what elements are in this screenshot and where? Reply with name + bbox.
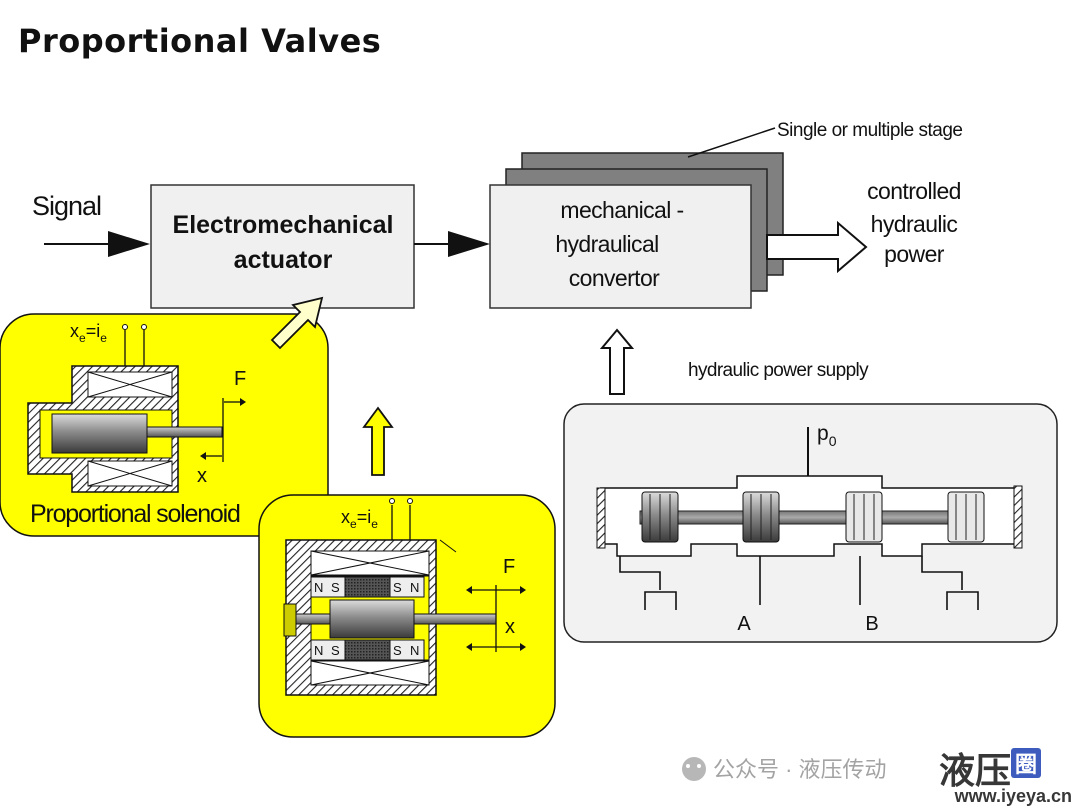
mechanical-hydraulical-convertor-block: mechanical - hydraulical convertor bbox=[489, 184, 752, 309]
watermark-badge bbox=[1011, 748, 1041, 778]
convertor-label-line2: hydraulical bbox=[555, 231, 658, 257]
svg-text:N: N bbox=[410, 580, 419, 595]
output-label-line2: hydraulic bbox=[871, 211, 958, 237]
convertor-label-line1: mechanical - bbox=[560, 197, 683, 223]
signal-label: Signal bbox=[32, 191, 102, 221]
double-push-rod bbox=[413, 613, 497, 625]
svg-text:F: F bbox=[234, 368, 246, 390]
force-arrow-2: F bbox=[466, 556, 526, 594]
double-solenoid-panel: xe=ie N S S N N bbox=[258, 494, 556, 738]
stroke-arrow-2: x bbox=[466, 616, 526, 651]
left-stop bbox=[283, 603, 297, 637]
svg-text:N: N bbox=[410, 643, 419, 658]
stroke-arrow: x bbox=[197, 452, 222, 487]
svg-text:xe=ie: xe=ie bbox=[70, 321, 107, 345]
signal-text: Signal bbox=[32, 191, 101, 221]
svg-text:N: N bbox=[314, 580, 323, 595]
actuator-to-convertor-arrow bbox=[414, 231, 490, 257]
double-armature bbox=[329, 599, 415, 639]
watermark: 公众号 · 液压传动 液压 圈 www.iyeya.cn bbox=[682, 748, 1072, 806]
svg-text:S: S bbox=[393, 643, 402, 658]
svg-text:S: S bbox=[393, 580, 402, 595]
yellow-up-arrow bbox=[362, 406, 394, 476]
tank-lines bbox=[619, 556, 979, 610]
stage-note: Single or multiple stage bbox=[687, 120, 963, 158]
port-b-label: B bbox=[865, 613, 878, 635]
actuator-label-line2: actuator bbox=[234, 246, 333, 274]
supply-hollow-arrow bbox=[599, 328, 635, 395]
coil-leads-2: xe=ie bbox=[341, 498, 457, 553]
wechat-icon bbox=[682, 757, 706, 781]
svg-text:S: S bbox=[331, 580, 340, 595]
pressure-label: p0 bbox=[817, 422, 837, 449]
solenoid-caption: Proportional solenoid bbox=[30, 500, 240, 528]
hydraulic-supply-panel: p0 bbox=[563, 403, 1058, 643]
electromechanical-actuator-block: Electromechanical actuator bbox=[150, 184, 415, 309]
svg-text:x: x bbox=[197, 465, 207, 487]
page-title: Proportional Valves bbox=[18, 22, 382, 60]
output-hollow-arrow bbox=[766, 220, 868, 274]
output-label-line1: controlled bbox=[867, 178, 961, 204]
stage-note-text: Single or multiple stage bbox=[777, 120, 963, 141]
actuator-label-line1: Electromechanical bbox=[173, 211, 394, 239]
svg-text:x: x bbox=[505, 616, 515, 638]
svg-text:N: N bbox=[314, 643, 323, 658]
convertor-label-line3: convertor bbox=[569, 265, 660, 291]
port-a-label: A bbox=[737, 613, 751, 635]
coil-leads: xe=ie bbox=[70, 321, 147, 367]
svg-text:圈: 圈 bbox=[1015, 752, 1037, 777]
solenoid-to-actuator-arrow bbox=[270, 296, 324, 350]
force-arrow: F bbox=[224, 368, 246, 406]
svg-text:xe=ie: xe=ie bbox=[341, 507, 378, 531]
watermark-text: 公众号 · 液压传动 bbox=[713, 757, 887, 782]
output-label: controlled hydraulic power bbox=[867, 178, 961, 267]
svg-text:F: F bbox=[503, 556, 515, 578]
signal-arrow bbox=[44, 231, 150, 257]
watermark-url: www.iyeya.cn bbox=[954, 786, 1072, 806]
solenoid-armature bbox=[51, 413, 148, 454]
proportional-solenoid-panel: xe=ie F x bbox=[0, 313, 329, 537]
output-label-line3: power bbox=[884, 241, 945, 267]
solenoid-push-rod bbox=[146, 426, 223, 438]
svg-text:S: S bbox=[331, 643, 340, 658]
supply-label: hydraulic power supply bbox=[688, 360, 869, 381]
watermark-brand: 液压 bbox=[939, 750, 1011, 791]
